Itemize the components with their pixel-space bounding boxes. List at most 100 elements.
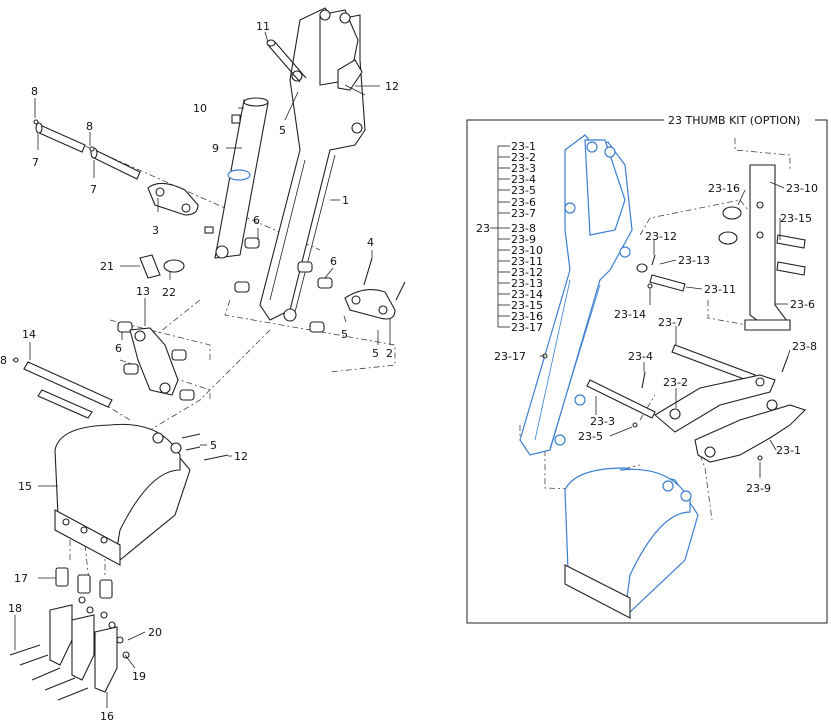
callout-6c: 6 [115, 342, 122, 355]
kit-leader-lines [540, 181, 791, 478]
kit-callout-23-12: 23-12 [645, 230, 677, 243]
kit-callout-23-10: 23-10 [786, 182, 818, 195]
kit-clips-part [718, 206, 742, 245]
bucket-pin-bolts [181, 433, 229, 461]
kit-pins-part [776, 234, 806, 276]
callout-6b: 6 [330, 255, 337, 268]
main-leader-lines [12, 31, 391, 708]
callout-8c: 8 [0, 354, 7, 367]
callout-7a: 7 [32, 156, 39, 169]
callout-5c: 5 [372, 347, 379, 360]
callout-9: 9 [212, 142, 219, 155]
boom-part [259, 7, 366, 322]
kit-list-item: 23-6 [511, 196, 536, 209]
callout-2: 2 [386, 347, 393, 360]
callout-19: 19 [132, 670, 146, 683]
kit-list-item: 23-1 [511, 140, 536, 153]
callout-5d: 5 [210, 439, 217, 452]
thumb-kit-title: 23 THUMB KIT (OPTION) [668, 114, 800, 127]
link-part-2 [344, 289, 396, 320]
kit-list-item: 23-3 [511, 162, 536, 175]
thumb-kit-panel: 23 THUMB KIT (OPTION) 23 23-1 23-2 23- [466, 114, 828, 624]
callout-12a: 12 [385, 80, 399, 93]
callout-8a: 8 [31, 85, 38, 98]
kit-callout-23-7: 23-7 [658, 316, 683, 329]
nut-group [78, 596, 130, 659]
bushing-group [117, 237, 333, 401]
callout-1: 1 [342, 194, 349, 207]
kit-list-item: 23-14 [511, 288, 543, 301]
callout-22: 22 [162, 286, 176, 299]
kit-callout-23-6: 23-6 [790, 298, 815, 311]
kit-list-item: 23-10 [511, 244, 543, 257]
callout-3: 3 [152, 224, 159, 237]
kit-list-item: 23-4 [511, 173, 536, 186]
kit-thumb-link [654, 374, 776, 433]
callout-16: 16 [100, 710, 114, 723]
callout-11: 11 [256, 20, 270, 33]
kit-bolts [632, 355, 789, 461]
ring-part-22 [163, 259, 185, 273]
kit-callout-23-15: 23-15 [780, 212, 812, 225]
kit-callout-labels: 23-17 23-16 23-10 23-15 23-12 23-13 23-1… [494, 182, 818, 495]
bolt-group-18 [9, 644, 89, 701]
kit-callout-23-14: 23-14 [614, 308, 646, 321]
kit-callout-23-4: 23-4 [628, 350, 653, 363]
callout-14: 14 [22, 328, 36, 341]
link-part-13 [129, 327, 179, 396]
kit-callout-23-2: 23-2 [663, 376, 688, 389]
callout-15: 15 [18, 480, 32, 493]
callout-4: 4 [367, 236, 374, 249]
kit-boom-blue [519, 134, 633, 456]
kit-post-part [744, 164, 791, 331]
kit-list-item: 23-17 [511, 321, 543, 334]
callout-17: 17 [14, 572, 28, 585]
callout-13: 13 [136, 285, 150, 298]
kit-list: 23-1 23-2 23-3 23-4 23-5 23-6 23-7 23-8 … [498, 140, 543, 334]
clip-part-21 [139, 254, 161, 279]
bucket-part [54, 423, 191, 566]
kit-list-item: 23-15 [511, 299, 543, 312]
kit-list-item: 23-13 [511, 277, 543, 290]
kit-group-label: 23 [476, 222, 490, 235]
bracket-part [337, 59, 366, 96]
kit-callout-23-13: 23-13 [678, 254, 710, 267]
kit-callout-23-8: 23-8 [792, 340, 817, 353]
link-part-3 [147, 182, 199, 216]
kit-callout-23-11: 23-11 [704, 283, 736, 296]
kit-list-item: 23-5 [511, 184, 536, 197]
callout-8b: 8 [86, 120, 93, 133]
callout-21: 21 [100, 260, 114, 273]
main-callout-labels: 1 2 3 4 5 5 5 5 6 6 6 7 7 8 8 8 9 10 11 … [0, 20, 399, 723]
callout-20: 20 [148, 626, 162, 639]
cylinder-part [204, 97, 269, 259]
callout-5a: 5 [279, 124, 286, 137]
callout-6a: 6 [253, 214, 260, 227]
callout-18: 18 [8, 602, 22, 615]
kit-list-item: 23-2 [511, 151, 536, 164]
kit-list-item: 23-9 [511, 233, 536, 246]
adapter-group-17 [55, 567, 113, 599]
kit-thumb [694, 399, 807, 463]
pin-part-7b [89, 146, 141, 180]
kit-callout-23-17: 23-17 [494, 350, 526, 363]
pin-part-7a [33, 119, 86, 153]
teeth-group-16 [49, 604, 118, 693]
kit-list-item: 23-11 [511, 255, 543, 268]
kit-list-item: 23-12 [511, 266, 543, 279]
pin-part-11 [266, 39, 307, 83]
kit-callout-23-1: 23-1 [776, 444, 801, 457]
kit-list-item: 23-16 [511, 310, 543, 323]
kit-callout-23-9: 23-9 [746, 482, 771, 495]
kit-list-item: 23-7 [511, 207, 536, 220]
bolt-part-4 [363, 257, 406, 301]
callout-5b: 5 [341, 328, 348, 341]
callout-12b: 12 [234, 450, 248, 463]
pin-part-14 [13, 357, 113, 419]
kit-list-item: 23-8 [511, 222, 536, 235]
callout-7b: 7 [90, 183, 97, 196]
kit-callout-23-3: 23-3 [590, 415, 615, 428]
kit-callout-23-5: 23-5 [578, 430, 603, 443]
kit-bucket-blue [564, 467, 699, 619]
